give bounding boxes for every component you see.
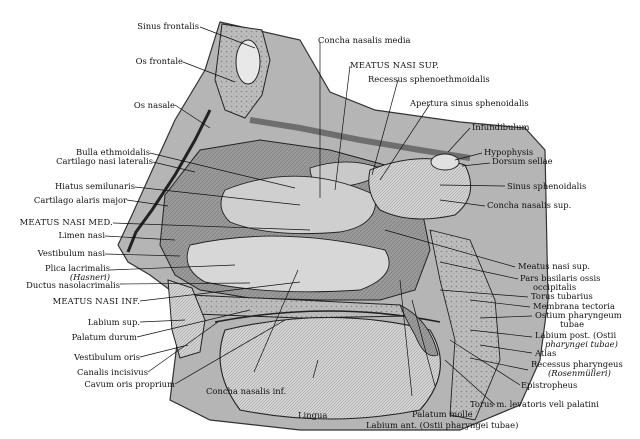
sella-hypophysis (430, 153, 460, 171)
label-recessus-pharyngeus: Recessus pharyngeus (531, 359, 623, 369)
label-vestibulum-oris: Vestibulum oris (73, 352, 140, 362)
label-epistropheus: Epistropheus (521, 380, 578, 390)
frontal-sinus (235, 39, 261, 85)
label-cartilago-nasi-lateralis: Cartilago nasi lateralis (56, 156, 153, 166)
sphenoid-sinus (368, 158, 472, 220)
label-tubae: tubae (560, 319, 585, 329)
label-meatus-nasi-med: MEATUS NASI MED. (19, 217, 113, 227)
label-dorsum-sellae: Dorsum sellae (492, 156, 553, 166)
label-membrana-tectoria: Membrana tectoria (533, 301, 615, 311)
label-os-nasale: Os nasale (133, 100, 175, 110)
label-plica-lacrimalis: Plica lacrimalis (45, 263, 110, 273)
tongue (219, 317, 441, 420)
label-labium-ant: Labium ant. (Ostii pharyngei tubae) (366, 420, 519, 430)
label-meatus-nasi-inf: MEATUS NASI INF. (52, 296, 140, 306)
label-recessus-sphenoethmoidalis: Recessus sphenoethmoidalis (368, 74, 490, 84)
label-cavum-oris-proprium: Cavum oris proprium (84, 379, 175, 389)
label-hypophysis: Hypophysis (484, 147, 534, 157)
label-meatus-nasi-sup: MEATUS NASI SUP. (350, 60, 439, 70)
soft-palate (399, 304, 439, 357)
label-bulla-ethmoidalis: Bulla ethmoidalis (76, 147, 150, 157)
label-os-frontale: Os frontale (135, 56, 183, 66)
label-torus-tubarius: Torus tubarius (531, 291, 593, 301)
label-infundibulum: Infundibulum (472, 122, 530, 132)
nasal-dorsum (126, 109, 212, 253)
label-atlas: Atlas (535, 348, 557, 358)
clivus (429, 229, 501, 421)
label-concha-nasalis-sup: Concha nasalis sup. (487, 200, 572, 210)
label-torus-levatoris: Torus m. levatoris veli palatini (470, 399, 599, 409)
label-rosenmuelleri: (Rosenmülleri) (548, 368, 611, 378)
label-lingua: Lingua (298, 410, 328, 420)
label-apertura-sinus-sphenoidalis: Apertura sinus sphenoidalis (410, 98, 529, 108)
label-concha-nasalis-media: Concha nasalis media (318, 35, 411, 45)
label-occipitalis: occipitalis (533, 282, 577, 292)
label-hasneri: (Hasneri) (69, 272, 110, 282)
label-sinus-sphenoidalis: Sinus sphenoidalis (507, 181, 587, 191)
label-meatus-nasi-sup-lower: Meatus nasi sup. (518, 261, 590, 271)
upper-lip (167, 279, 206, 359)
label-pars-basilaris-ossis: Pars basilaris ossis (520, 273, 601, 283)
label-labium-post: Labium post. (Ostii (535, 330, 617, 340)
leader-lines (104, 26, 533, 406)
label-pharyngei-tubae: pharyngei tubae) (545, 339, 618, 349)
cribriform-roof (249, 117, 471, 161)
label-sinus-frontalis: Sinus frontalis (137, 21, 199, 31)
label-concha-nasalis-inf: Concha nasalis inf. (206, 386, 287, 396)
label-hiatus-semilunaris: Hiatus semilunaris (54, 181, 135, 191)
label-palatum-molle: Palatum molle (412, 409, 473, 419)
label-cartilago-alaris-major: Cartilago alaris major (33, 195, 127, 205)
label-limen-nasi: Limen nasi (58, 230, 105, 240)
label-canalis-incisivus: Canalis incisivus (77, 367, 148, 377)
label-ductus-nasolacrimalis: Ductus nasolacrimalis (26, 280, 120, 290)
label-labium-sup: Labium sup. (87, 317, 140, 327)
concha-inferior (186, 235, 390, 293)
label-palatum-durum: Palatum durum (71, 332, 137, 342)
label-ostium-pharyngeum: Ostium pharyngeum (535, 310, 622, 320)
label-vestibulum-nasi: Vestibulum nasi (37, 248, 105, 258)
